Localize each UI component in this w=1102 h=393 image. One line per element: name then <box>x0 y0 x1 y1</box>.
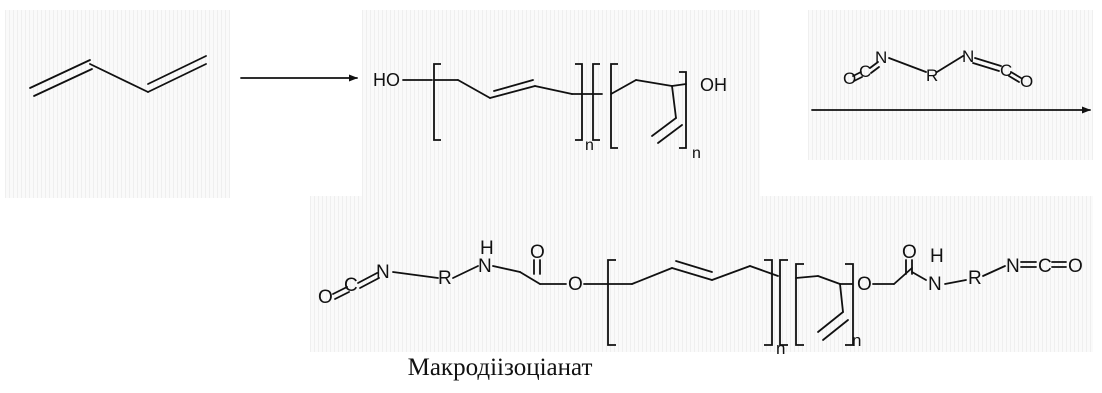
product-atom-h-2: H <box>930 246 944 267</box>
product-atom-o-4: O <box>857 274 872 295</box>
product-atom-h-1: H <box>480 238 494 259</box>
panel-butadiene <box>5 10 230 198</box>
panel-diisocyanate-reagent <box>808 10 1093 160</box>
product-subscript-n-2: n <box>852 331 861 350</box>
reagent-atom-o-right: O <box>1020 72 1033 91</box>
product-atom-n-2: N <box>478 256 492 277</box>
product-atom-o-6: O <box>1068 256 1083 277</box>
product-atom-c-2: C <box>1038 256 1052 277</box>
product-atom-n-3: N <box>928 274 942 295</box>
label-oh: OH <box>700 75 727 95</box>
product-atom-n-4: N <box>1006 256 1020 277</box>
reagent-atom-n-left: N <box>875 48 887 67</box>
diisocyanate-reagent-structure: O C N R N C O <box>843 47 1033 91</box>
product-atom-o-3: O <box>568 274 583 295</box>
product-atom-o-1: O <box>318 287 333 308</box>
product-atom-o-5: O <box>902 242 917 263</box>
panel-polybutadiene-diol <box>362 10 760 198</box>
product-atom-n-1: N <box>376 262 390 283</box>
product-caption: Макродіізоціанат <box>407 354 593 381</box>
macrodiisocyanate-structure: O C N R N H O O n n <box>318 238 1083 358</box>
polybutadiene-diol-structure: HO n n OH <box>373 63 727 162</box>
subscript-n-2: n <box>692 145 701 162</box>
label-ho: HO <box>373 70 400 90</box>
product-atom-r-2: R <box>968 268 982 289</box>
butadiene-structure <box>29 55 207 97</box>
reagent-atom-r: R <box>926 66 938 85</box>
product-atom-r-1: R <box>438 268 452 289</box>
subscript-n-1: n <box>585 137 594 154</box>
reagent-atom-o-left: O <box>843 69 856 88</box>
product-atom-c-1: C <box>344 275 358 296</box>
reagent-atom-n-right: N <box>962 47 974 66</box>
product-atom-o-2: O <box>530 242 545 263</box>
product-subscript-n-1: n <box>776 339 785 358</box>
panel-macrodiisocyanate <box>310 196 1093 352</box>
